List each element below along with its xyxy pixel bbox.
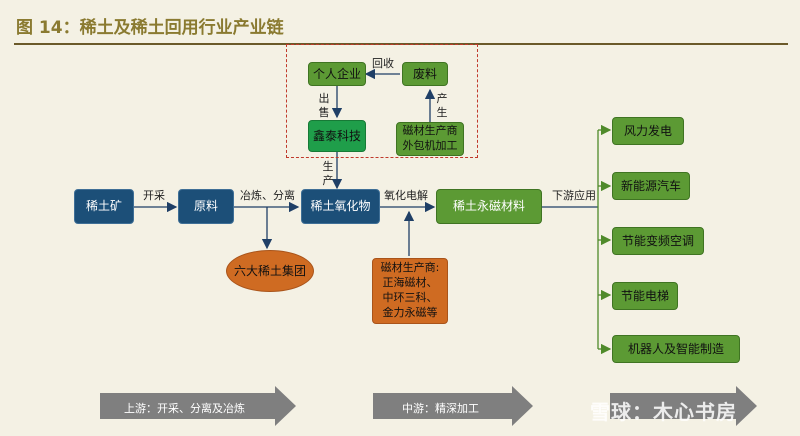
node-elevator: 节能电梯 bbox=[612, 282, 678, 310]
node-outsourced-machining: 磁材生产商 外包机加工 bbox=[396, 122, 464, 156]
band-midstream: 中游：精深加工 bbox=[402, 402, 479, 415]
label-produce-waste: 产 生 bbox=[436, 92, 448, 119]
node-magnet-makers: 磁材生产商: 正海磁材、 中环三科、 金力永磁等 bbox=[372, 258, 448, 324]
label-downstream: 下游应用 bbox=[552, 189, 596, 202]
label-produce: 生 产 bbox=[322, 160, 334, 187]
node-inverter-ac: 节能变频空调 bbox=[612, 227, 704, 255]
label-mining: 开采 bbox=[143, 189, 165, 202]
label-recycle: 回收 bbox=[372, 57, 394, 70]
node-wind-power: 风力发电 bbox=[612, 117, 684, 145]
label-electrolysis: 氧化电解 bbox=[384, 189, 428, 202]
node-xintai-tech: 鑫泰科技 bbox=[308, 120, 366, 152]
band-upstream: 上游：开采、分离及冶炼 bbox=[124, 402, 245, 415]
figure-title: 图 14：稀土及稀土回用行业产业链 bbox=[16, 18, 284, 38]
node-six-groups: 六大稀土集团 bbox=[226, 250, 314, 292]
node-permanent-magnet: 稀土永磁材料 bbox=[436, 189, 542, 224]
label-smelting: 冶炼、分离 bbox=[240, 189, 295, 202]
node-robotics: 机器人及智能制造 bbox=[612, 335, 740, 363]
node-individual-business: 个人企业 bbox=[308, 62, 366, 86]
node-waste: 废料 bbox=[402, 62, 448, 86]
watermark: 雪球：木心书房 bbox=[590, 400, 737, 424]
node-rare-earth-oxide: 稀土氧化物 bbox=[301, 189, 380, 224]
node-rare-earth-ore: 稀土矿 bbox=[74, 189, 134, 224]
node-raw-material: 原料 bbox=[178, 189, 234, 224]
node-new-energy-vehicle: 新能源汽车 bbox=[612, 172, 690, 200]
label-sell: 出 售 bbox=[318, 92, 330, 119]
recycle-loop-frame bbox=[286, 44, 478, 158]
